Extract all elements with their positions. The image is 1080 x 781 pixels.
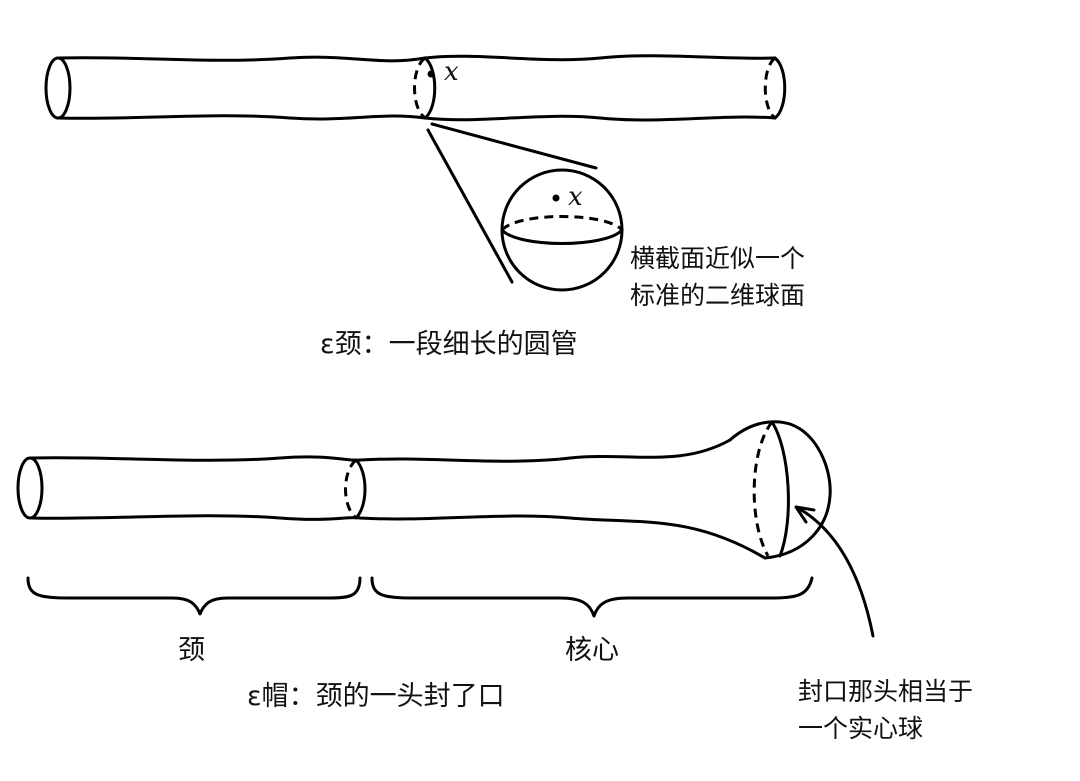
core-brace xyxy=(370,576,814,618)
neck-point-x xyxy=(427,70,435,78)
cap-tube-bottom-edge xyxy=(30,514,767,560)
neck-cross-section-back xyxy=(413,56,427,120)
neck-tube-top-edge xyxy=(56,54,777,63)
neck-core-boundary-back xyxy=(344,458,358,520)
cap-bulb-outline xyxy=(728,420,832,560)
neck-right-end-back xyxy=(763,56,777,120)
zoom-line-left xyxy=(426,128,514,284)
neck-point-label: x xyxy=(444,57,459,87)
cap-bulb-inner-arc xyxy=(770,420,790,558)
neck-core-boundary-front xyxy=(354,458,367,520)
neck-left-end xyxy=(44,56,72,120)
neck-tube-bottom-edge xyxy=(56,114,777,122)
neck-label: 颈 xyxy=(178,635,205,666)
sphere-point-label: x xyxy=(568,182,583,212)
neck-diagram: x x 横截面近似一个 标准的二维球面 ε颈：一段细长的圆管 xyxy=(44,54,805,360)
neck-brace xyxy=(26,576,362,616)
cross-section-caption-line2: 标准的二维球面 xyxy=(630,281,805,310)
arrow-caption-line1: 封口那头相当于 xyxy=(798,677,973,706)
cap-arrow-shaft xyxy=(796,506,875,638)
neck-right-end-front xyxy=(773,56,787,120)
cap-arrow-head xyxy=(794,505,816,524)
cross-section-sphere xyxy=(500,168,624,292)
neck-cross-section-front xyxy=(423,56,437,120)
cap-diagram: 颈 核心 ε帽：颈的一头封了口 封口那头相当于 一个实心球 xyxy=(16,420,973,743)
zoom-line-right xyxy=(430,122,598,170)
sphere-point-x xyxy=(552,194,560,202)
cap-title: ε帽：颈的一头封了口 xyxy=(247,681,505,712)
sphere-equator-front xyxy=(500,228,624,245)
neck-title: ε颈：一段细长的圆管 xyxy=(320,329,578,360)
cap-left-end xyxy=(16,456,44,520)
cross-section-caption-line1: 横截面近似一个 xyxy=(630,244,805,273)
sphere-equator-back xyxy=(500,215,624,232)
cap-tube-top-edge xyxy=(30,438,732,463)
cap-bulb-dashed-arc xyxy=(752,421,774,557)
arrow-caption-line2: 一个实心球 xyxy=(798,714,923,743)
core-label: 核心 xyxy=(565,635,619,666)
